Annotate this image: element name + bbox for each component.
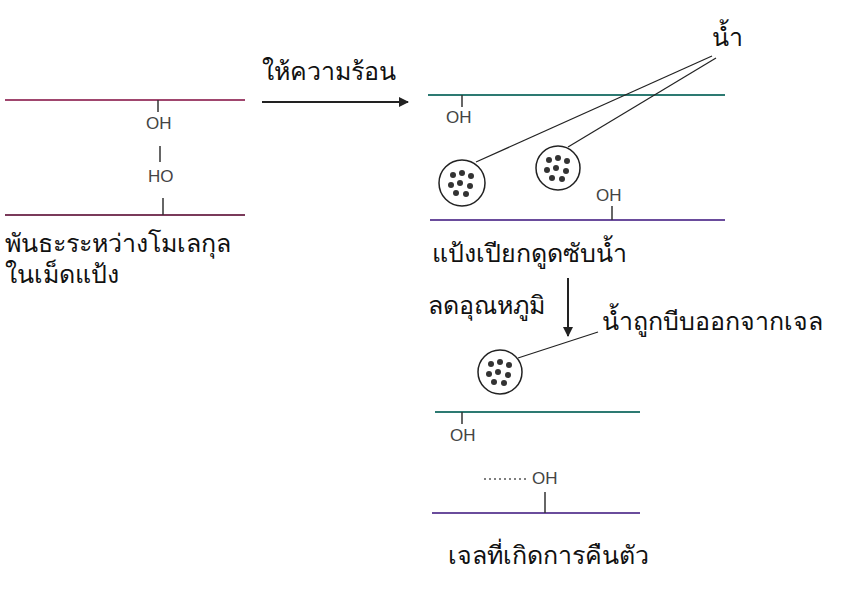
arrow-label: ให้ความร้อน [262,56,396,87]
water-droplet [439,160,485,206]
chemical-group: OH [596,185,622,206]
water-dot [488,361,494,367]
bond-tick [611,206,613,220]
chemical-group: HO [148,166,174,187]
chemical-group: OH [446,107,472,128]
water-dot [559,176,565,182]
water-dot [486,371,492,377]
water-droplet [478,350,522,394]
water-dot [467,183,473,189]
leader-line [476,56,712,162]
callout-label: น้ำถูกบีบออกจากเจล [602,306,823,337]
cool-arrow [567,278,569,336]
chain-line [435,411,640,413]
water-dot [553,165,559,171]
hydrogen-bond [159,146,161,162]
caption-text: เจลที่เกิดการคืนตัว [448,540,649,571]
water-dot [505,372,511,378]
weak-hydrogen-bond [484,478,528,480]
water-dot [506,362,512,368]
water-dot [468,173,474,179]
water-dot [457,180,463,186]
bond-tick [162,198,164,215]
water-dot [453,190,459,196]
chain-line [5,214,245,216]
water-molecules [448,155,570,386]
water-dot [450,172,456,178]
water-dot [501,380,507,386]
chain-line [428,94,725,96]
bond-tick [157,100,159,112]
bond-tick [461,412,463,424]
water-dot [463,191,469,197]
arrow-label: ลดอุณหภูมิ [428,290,545,321]
chain-line [430,219,725,221]
caption-text: แป้งเปียกดูดซับน้ำ [432,238,627,269]
bond-tick [544,492,546,513]
chemical-group: OH [532,468,558,489]
callout-label: น้ำ [712,22,743,53]
water-dot [563,168,569,174]
water-dot [546,157,552,163]
heat-arrow [262,101,408,103]
water-dot [491,379,497,385]
water-droplet [536,146,580,190]
leader-line [568,58,716,147]
bond-tick [461,95,463,107]
leader-line [518,332,598,358]
water-dot [495,369,501,375]
chain-line [5,99,245,101]
water-dot [459,170,465,176]
chemical-group: OH [450,425,476,446]
chemical-group: OH [146,113,172,134]
caption-text: พันธะระหว่างโมเลกุล ในเม็ดแป้ง [5,228,255,291]
water-dot [497,359,503,365]
chain-line [432,512,640,514]
water-dot [555,155,561,161]
water-dot [564,158,570,164]
water-dot [448,182,454,188]
water-dot [549,175,555,181]
water-dot [544,167,550,173]
